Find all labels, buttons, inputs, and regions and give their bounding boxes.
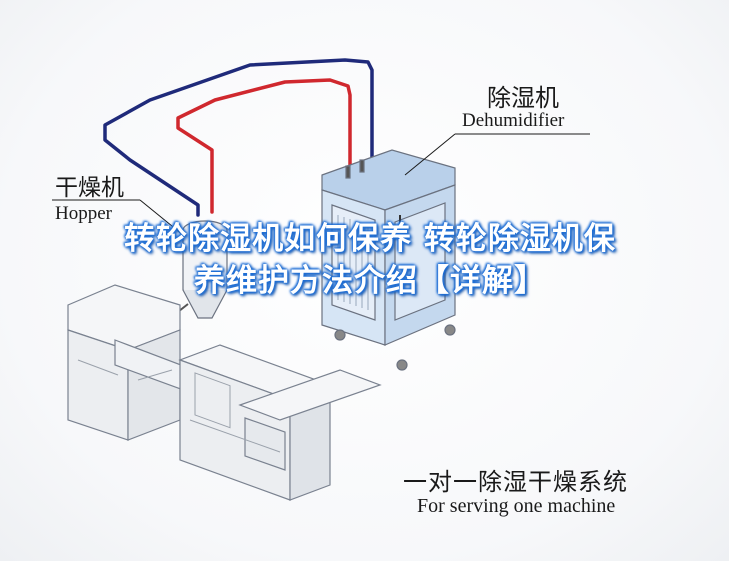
system-subtitle-en: For serving one machine [417, 495, 616, 517]
air-pipes [103, 58, 374, 217]
hopper-label-en: Hopper [55, 203, 112, 224]
overlay-article-title: 转轮除湿机如何保养 转轮除湿机保养维护方法介绍【详解】 [124, 221, 616, 299]
system-title-cn: 一对一除湿干燥系统 [403, 468, 628, 496]
dehumidifier-unit [321, 149, 456, 371]
leader-lines [52, 133, 590, 236]
injection-machine [67, 284, 382, 501]
dehumidifier-label-cn: 除湿机 [487, 84, 559, 112]
hopper-label-cn: 干燥机 [55, 175, 124, 201]
return-air-pipe-blue [103, 58, 374, 217]
dry-air-pipe-red [176, 78, 352, 214]
dehumidifier-label-en: Dehumidifier [462, 110, 565, 131]
